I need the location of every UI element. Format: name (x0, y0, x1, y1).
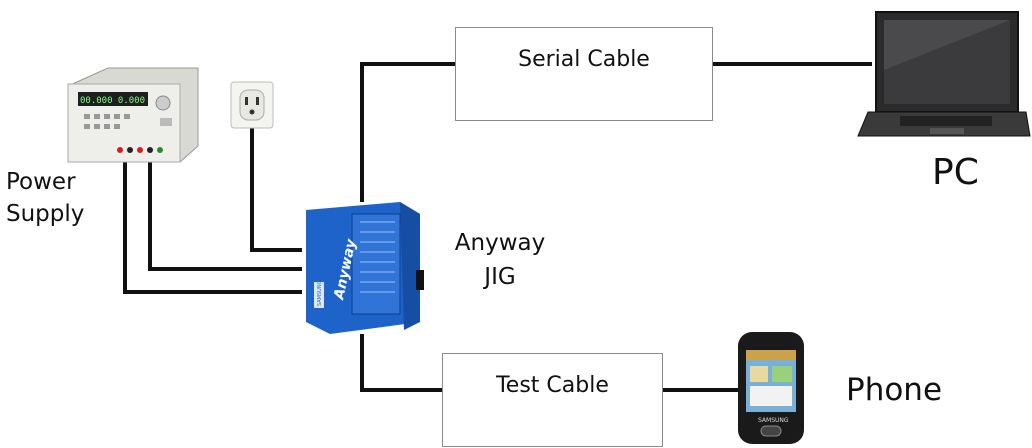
power-supply-label: Power Supply (6, 166, 84, 230)
wall-outlet (230, 81, 274, 129)
power-supply-label-line-1: Power (6, 169, 76, 195)
serial-cable-label: Serial Cable (518, 46, 650, 72)
wire-outlet-to-jig (250, 128, 302, 252)
wire-psu-to-jig-2 (123, 160, 302, 294)
connection-wires (123, 62, 872, 392)
wire-jig-to-serial-cable (360, 62, 455, 202)
phone-label: Phone (846, 372, 943, 408)
psu-display-readout: 00.000 0.000 (80, 96, 145, 106)
test-cable-box: Test Cable (442, 353, 663, 447)
jig-label-line-1: Anyway (454, 230, 546, 256)
serial-cable-box: Serial Cable (455, 27, 713, 121)
phone-device: SAMSUNG (738, 332, 804, 444)
test-cable-label: Test Cable (496, 372, 609, 398)
laptop-pc (857, 11, 1031, 137)
power-supply-device: 00.000 0.000 (67, 67, 199, 163)
jig-label-line-2: JIG (484, 264, 516, 290)
jig-badge-text: SAMSUNG (317, 280, 323, 306)
jig-device: Anyway SAMSUNG (306, 202, 424, 334)
jig-label: Anyway JIG (450, 226, 550, 294)
wire-jig-to-test-cable (360, 334, 442, 392)
phone-brand-text: SAMSUNG (758, 417, 789, 424)
power-supply-label-line-2: Supply (6, 201, 85, 227)
wire-psu-to-jig-1 (148, 160, 302, 271)
pc-label: PC (932, 152, 979, 193)
